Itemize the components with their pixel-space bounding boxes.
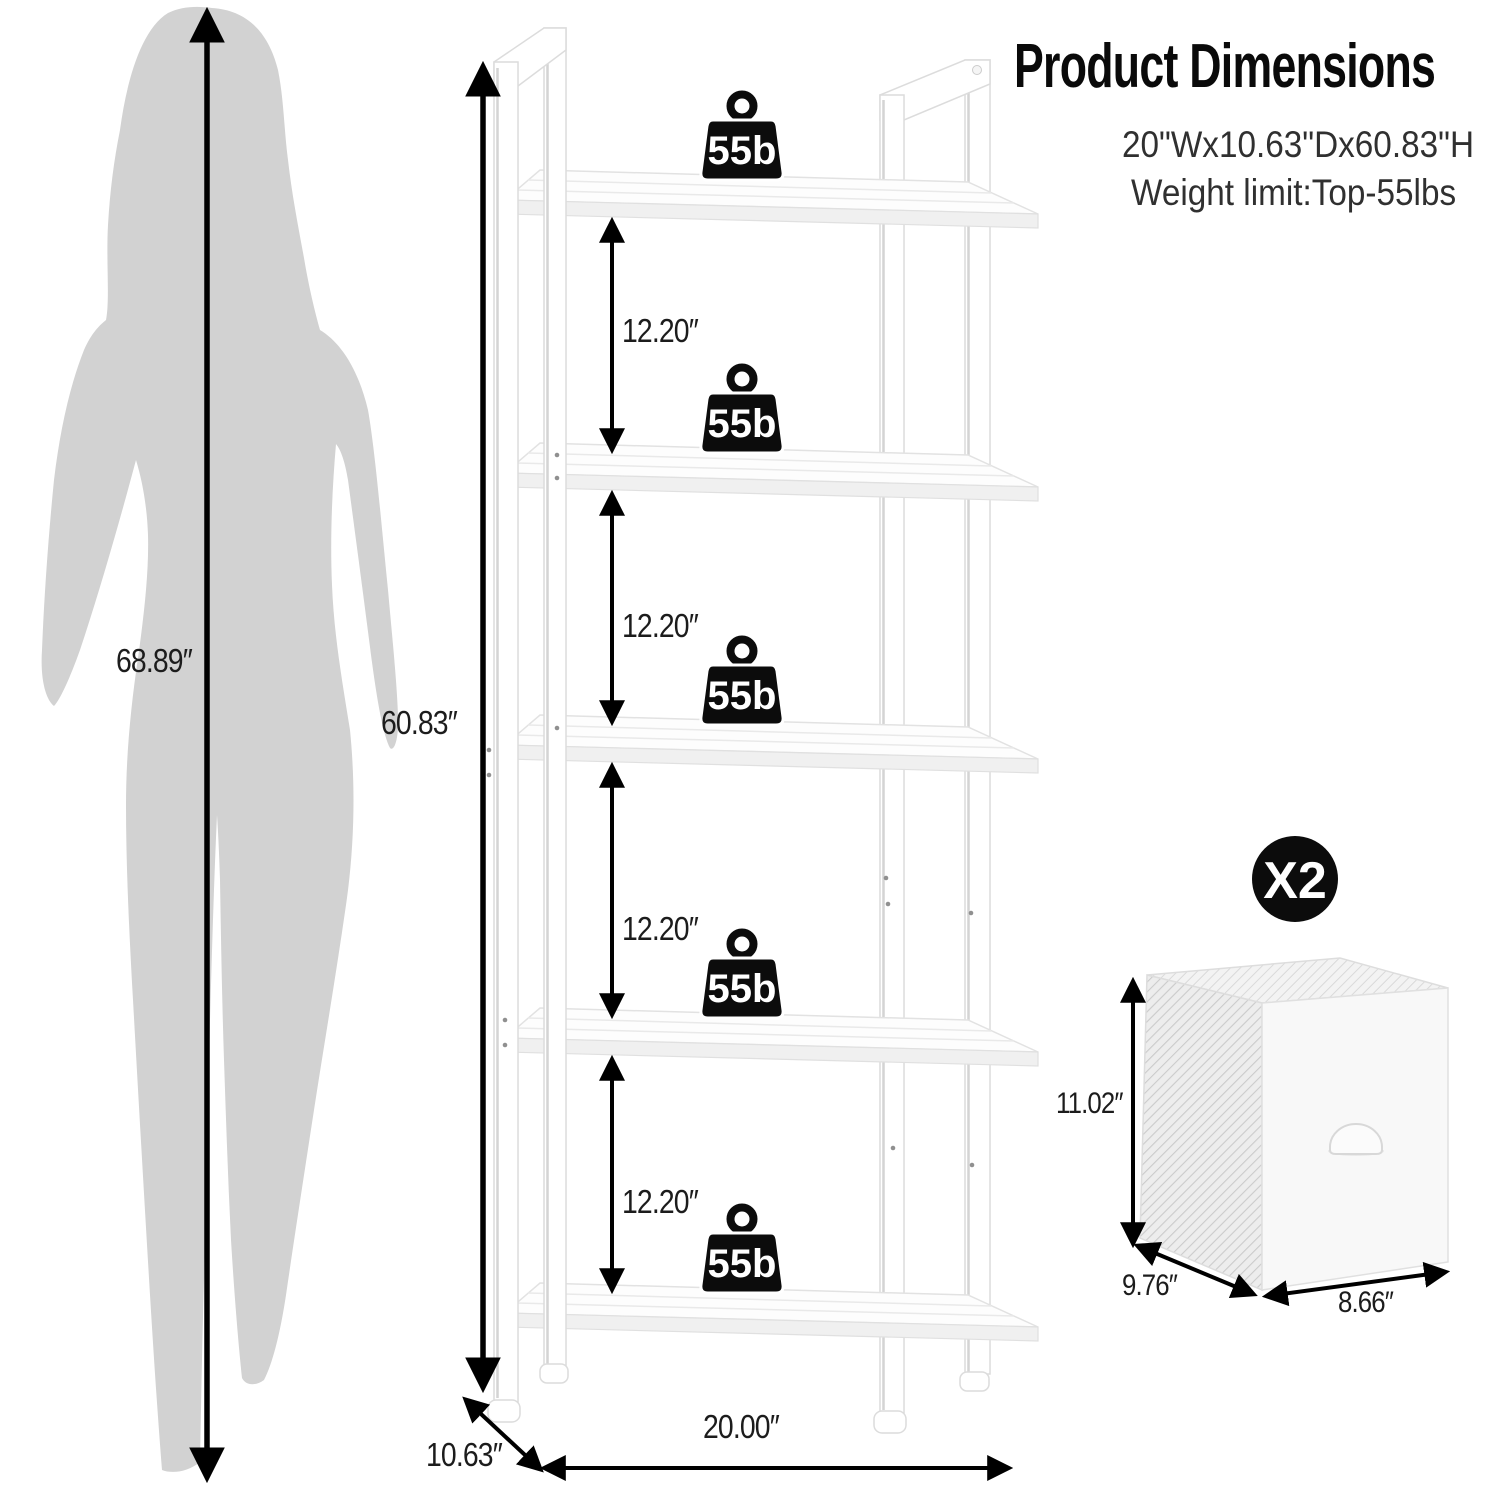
shelf-board-2 — [503, 442, 1039, 502]
shelf-depth-arrow — [462, 1396, 544, 1473]
shelf-unit: 55b 55b 55b 55b 55b — [486, 27, 1039, 1434]
cube-height-label: 11.02″ — [1056, 1087, 1123, 1120]
quantity-badge-label: X2 — [1263, 852, 1327, 910]
cube-left-face — [1139, 974, 1263, 1292]
quantity-badge: X2 — [1252, 836, 1338, 922]
shelf-board-1 — [503, 169, 1039, 229]
shelf-gap-label-3: 12.20″ — [622, 910, 699, 947]
dimension-arrows — [462, 60, 1014, 1481]
cube-width-label: 8.66″ — [1338, 1286, 1394, 1319]
shelf-board-3 — [503, 714, 1039, 774]
left-frame-rear — [539, 27, 569, 1384]
shelf-width-label: 20.00″ — [703, 1408, 780, 1445]
weight-badges: 55b 55b 55b 55b 55b — [699, 87, 785, 1295]
weight-badge-label: 55b — [708, 1242, 777, 1286]
person-height-label: 68.89″ — [116, 642, 193, 679]
weight-badge-icon: 55b — [699, 360, 785, 455]
cube-depth-label: 9.76″ — [1122, 1269, 1178, 1302]
foot-left-front — [487, 1399, 521, 1423]
weight-badge-label: 55b — [708, 967, 777, 1011]
right-frame-rear — [879, 59, 991, 1392]
weight-badge-label: 55b — [708, 129, 777, 173]
person-silhouette — [41, 6, 399, 1484]
size-spec-line: 20"Wx10.63"Dx60.83"H — [1122, 124, 1474, 165]
shelf-board-4 — [503, 1007, 1039, 1067]
shelf-gap-label-2: 12.20″ — [622, 607, 699, 644]
shelf-depth-label: 10.63″ — [426, 1436, 503, 1473]
weight-badge-icon: 55b — [699, 632, 785, 727]
foot-left-rear — [539, 1363, 569, 1384]
weight-badge-icon: 55b — [699, 1200, 785, 1295]
weight-badge-icon: 55b — [699, 925, 785, 1020]
weight-badge-icon: 55b — [699, 87, 785, 182]
shelf-boards — [503, 169, 1039, 1342]
weight-badge-label: 55b — [708, 402, 777, 446]
weight-badge-label: 55b — [708, 674, 777, 718]
shelf-board-5 — [503, 1282, 1039, 1342]
shelf-height-label: 60.83″ — [381, 704, 458, 741]
foot-right-rear — [959, 1371, 990, 1392]
foot-right-front — [873, 1410, 907, 1434]
cube-depth-arrow — [1133, 1242, 1258, 1298]
storage-cube — [1120, 957, 1451, 1307]
shelf-gap-label-1: 12.20″ — [622, 312, 699, 349]
cube-width-arrow — [1261, 1261, 1451, 1307]
weight-limit-line: Weight limit:Top-55lbs — [1131, 172, 1457, 213]
page-title: Product Dimensions — [1014, 32, 1436, 101]
cube-handle — [1328, 1123, 1384, 1156]
shelf-gap-label-4: 12.20″ — [622, 1183, 699, 1220]
